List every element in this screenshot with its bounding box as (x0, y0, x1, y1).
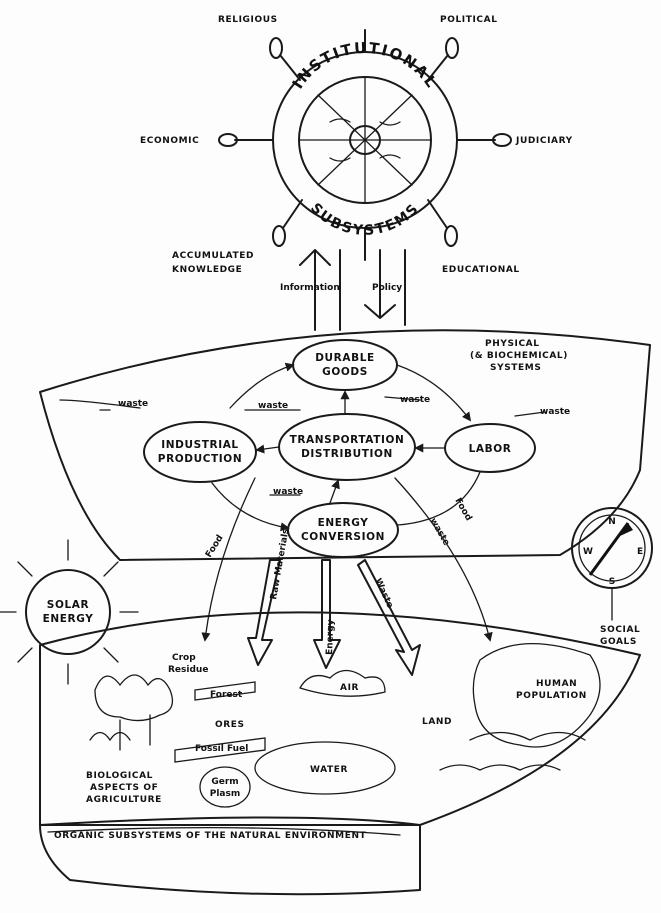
social-line2: GOALS (600, 637, 637, 647)
human-line2: POPULATION (516, 691, 587, 701)
compass-n: N (608, 517, 616, 527)
germ-line2: Plasm (210, 789, 241, 799)
fossil-fuel-arrow (174, 737, 266, 763)
energy-line1: ENERGY (318, 517, 369, 529)
human-population-crowd (439, 642, 601, 771)
node-durable-goods (292, 339, 398, 391)
spoke-religious: RELIGIOUS (218, 15, 278, 25)
labor-label: LABOR (469, 443, 512, 455)
bio-line3: AGRICULTURE (86, 795, 162, 805)
durable-line1: DURABLE (315, 352, 375, 364)
germ-plasm-pod (199, 766, 251, 808)
crop-line2: Residue (168, 665, 208, 675)
bio-line1: BIOLOGICAL (86, 771, 153, 781)
air-cloud (299, 669, 386, 697)
fossil-fuel-label: Fossil Fuel (195, 744, 248, 754)
food-tag-right: Food (452, 497, 473, 523)
spoke-economic: ECONOMIC (140, 136, 199, 146)
human-line1: HUMAN (536, 679, 577, 689)
physical-panel (39, 329, 651, 561)
solar-line2: ENERGY (43, 613, 94, 625)
spoke-knowledge-line1: ACCUMULATED (172, 251, 254, 261)
industrial-line2: PRODUCTION (158, 453, 242, 465)
compass-w: W (583, 547, 593, 557)
physical-label-line2: (& BIOCHEMICAL) (470, 351, 568, 361)
forest-arrow (194, 681, 256, 701)
ship-wheel: INSTITUTIONAL SUBSYSTEMS (218, 29, 512, 261)
air-label: AIR (340, 683, 359, 693)
physical-label-line1: PHYSICAL (485, 339, 540, 349)
compass-e: E (637, 547, 643, 557)
germ-line1: Germ (211, 777, 238, 787)
hull-band (47, 827, 401, 836)
forest-trees (89, 674, 174, 751)
env-waste-label: Waste (372, 577, 394, 610)
water-label: WATER (310, 765, 348, 775)
hull-label: ORGANIC SUBSYSTEMS OF THE NATURAL ENVIRO… (54, 831, 367, 841)
waste-tag-5: waste (273, 487, 303, 497)
transport-line2: DISTRIBUTION (301, 448, 393, 460)
forest-label: Forest (210, 690, 243, 700)
boat-hull (39, 816, 421, 896)
environment-deck (39, 611, 641, 826)
waste-tag-3: waste (400, 395, 430, 405)
waste-tag-2: waste (258, 401, 288, 411)
durable-line2: GOODS (322, 366, 368, 378)
waste-tag-4: waste (540, 407, 570, 417)
resource-arrows (247, 559, 421, 676)
physical-flows (59, 362, 546, 532)
spoke-judiciary: JUDICIARY (515, 136, 573, 146)
wheel-bottom-label: SUBSYSTEMS (307, 200, 423, 239)
link-arrows (299, 249, 406, 331)
wheel-spokes (298, 76, 432, 204)
raw-materials-label: Raw Materials (269, 528, 291, 601)
food-tag-left: Food (204, 533, 226, 559)
node-transportation (278, 413, 416, 481)
water-body (254, 741, 396, 795)
spoke-educational: EDUCATIONAL (442, 265, 520, 275)
compass-s: S (609, 577, 615, 587)
waste-tag-1: waste (118, 399, 148, 409)
wheel-handles (218, 29, 512, 261)
transport-line1: TRANSPORTATION (290, 434, 405, 446)
physical-label-line3: SYSTEMS (490, 363, 541, 373)
environment-flows (201, 477, 493, 642)
ores-label: ORES (215, 720, 245, 730)
spoke-knowledge-line2: KNOWLEDGE (172, 265, 242, 275)
social-line1: SOCIAL (600, 625, 640, 635)
link-policy: Policy (372, 283, 402, 293)
link-information: Information (280, 283, 340, 293)
node-industrial-production (143, 421, 257, 483)
bio-line2: ASPECTS OF (90, 783, 158, 793)
sun-icon (0, 539, 139, 685)
energy-label: Energy (325, 619, 336, 655)
solar-line1: SOLAR (47, 599, 89, 611)
industrial-line1: INDUSTRIAL (161, 439, 238, 451)
energy-line2: CONVERSION (301, 531, 385, 543)
node-energy-conversion (287, 502, 399, 558)
crop-line1: Crop (172, 653, 196, 663)
land-label: LAND (422, 717, 452, 727)
spoke-political: POLITICAL (440, 15, 498, 25)
